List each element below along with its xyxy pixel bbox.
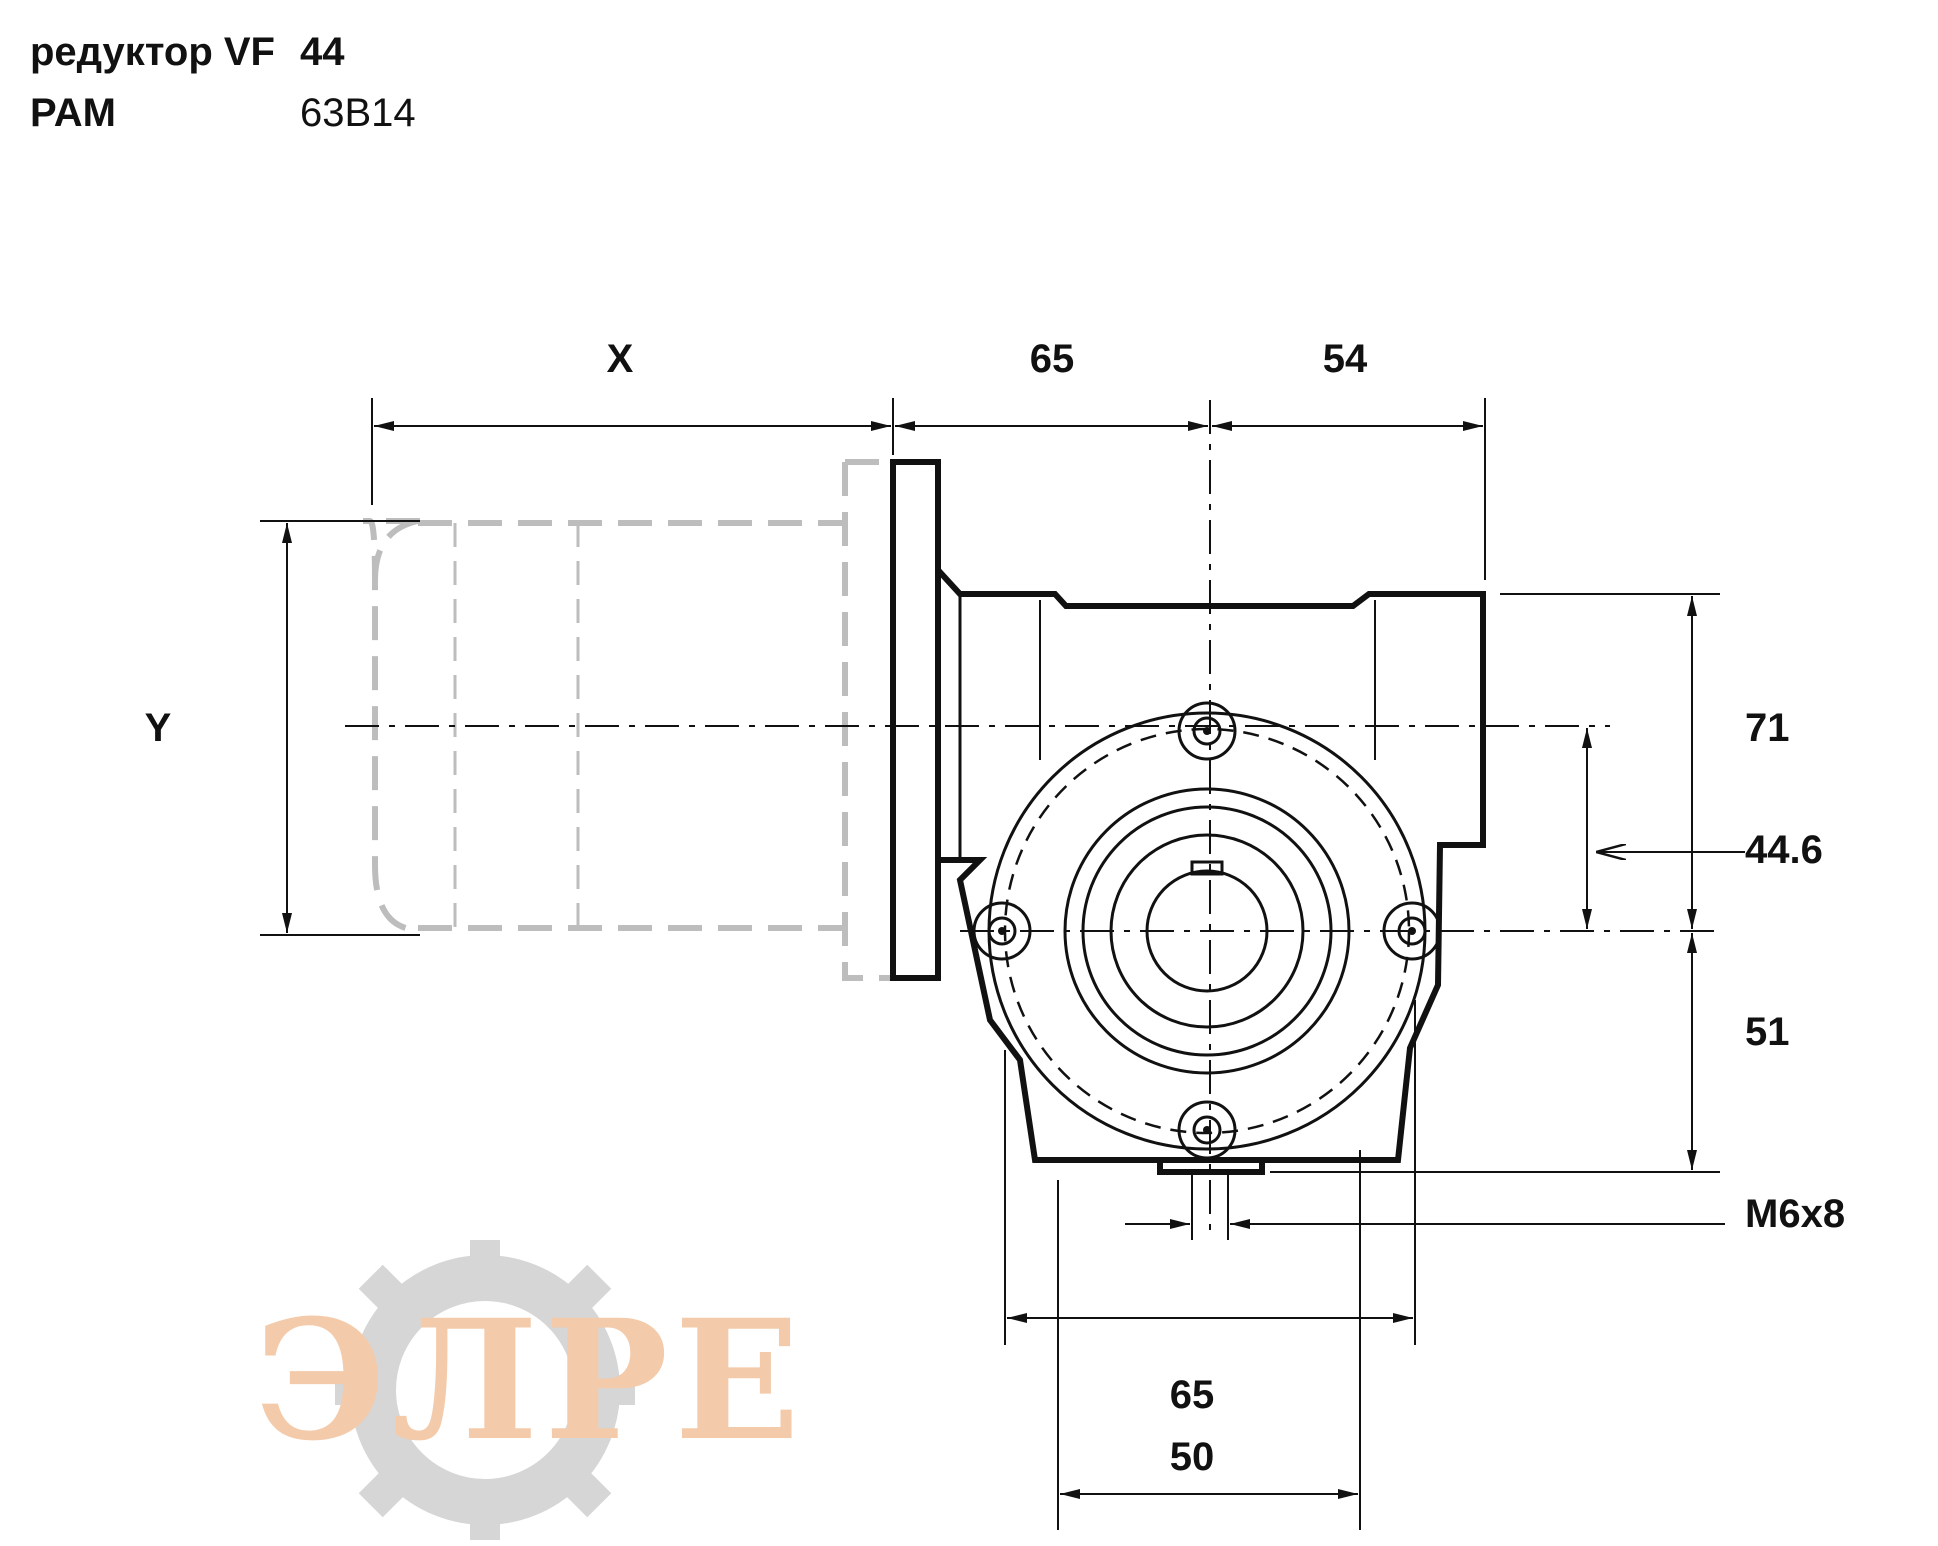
logo-text: ЭЛРЕ — [255, 1283, 806, 1477]
dim-71-label: 71 — [1745, 706, 1790, 750]
pam-label: PAM — [30, 91, 116, 135]
foot-pad — [1157, 1160, 1265, 1175]
gearbox-size: 44 — [300, 30, 345, 74]
gearbox-label: редуктор VF — [30, 30, 275, 74]
dim-y-label: Y — [145, 706, 172, 750]
phantom-motor — [362, 459, 893, 981]
gear-icon — [335, 1240, 635, 1540]
dim-44-6-label: 44.6 — [1745, 828, 1823, 872]
watermark-logo: ЭЛРЕ — [255, 1240, 806, 1540]
dim-50-label: 50 — [1170, 1435, 1215, 1479]
gearbox-housing — [935, 567, 1486, 1163]
dim-54-label: 54 — [1323, 337, 1368, 381]
extension-lines — [260, 398, 1720, 1530]
dim-65-bottom-label: 65 — [1170, 1373, 1215, 1417]
motor-flange — [890, 459, 941, 981]
dim-65-top-label: 65 — [1030, 337, 1075, 381]
dim-x-label: X — [607, 337, 634, 381]
dimension-lines — [282, 421, 1745, 1499]
pam-value: 63B14 — [300, 91, 416, 135]
dim-51-label: 51 — [1745, 1010, 1790, 1054]
dim-m6x8-label: M6x8 — [1745, 1192, 1845, 1236]
